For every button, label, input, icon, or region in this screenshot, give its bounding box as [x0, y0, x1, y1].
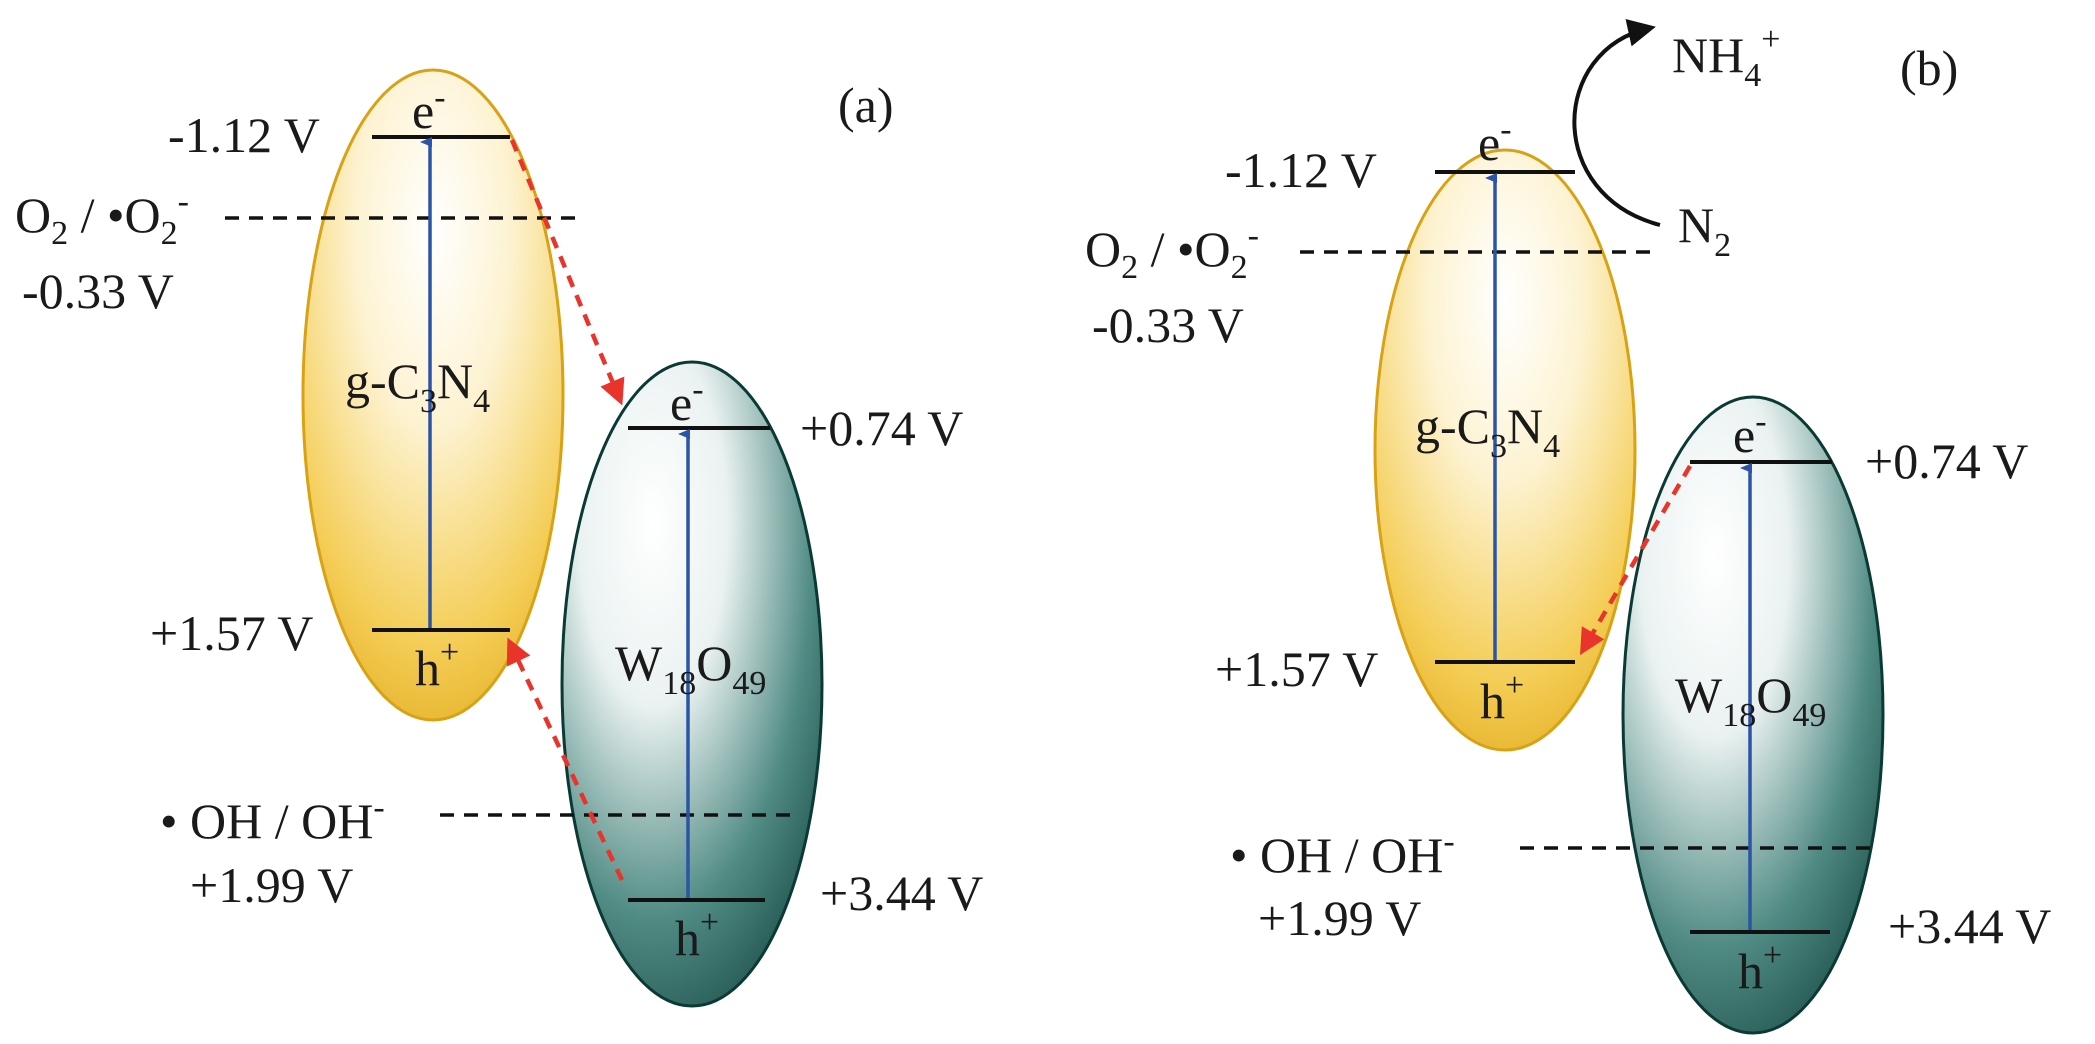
gcn-material-label-a: g-C3N4 [345, 353, 490, 420]
w18o49-cb-potential-b: +0.74 V [1865, 433, 2028, 489]
gcn-cb-potential-a: -1.12 V [168, 107, 320, 163]
o2-potential-b: -0.33 V [1092, 297, 1244, 353]
gcn-vb-potential-a: +1.57 V [150, 605, 313, 661]
oh-couple-label-b: • OH / OH- [1230, 823, 1455, 883]
w18o49-material-label-a: W18O49 [615, 635, 766, 702]
gcn-vb-potential-b: +1.57 V [1215, 641, 1378, 697]
gcn-hole-b: h+ [1480, 667, 1524, 729]
w18o49-hole-b: h+ [1738, 937, 1782, 999]
w18o49-electron-b: e- [1733, 403, 1767, 463]
hole-transfer-arrow-a [506, 637, 625, 881]
gcn-hole-a: h+ [415, 634, 459, 696]
n2-reduction-arrow-b [1572, 19, 1661, 227]
w18o49-vb-potential-a: +3.44 V [820, 865, 983, 921]
w18o49-vb-potential-b: +3.44 V [1888, 898, 2051, 954]
oh-couple-label-a: • OH / OH- [160, 789, 385, 849]
o2-potential-a: -0.33 V [22, 263, 174, 319]
panel-a-label: (a) [838, 77, 894, 133]
electron-transfer-arrow-b [1579, 464, 1692, 656]
w18o49-hole-a: h+ [675, 904, 719, 966]
w18o49-electron-a: e- [670, 371, 704, 431]
o2-couple-label-a: O2 / •O2- [15, 183, 189, 252]
gcn-material-label-b: g-C3N4 [1415, 398, 1560, 465]
w18o49-band-ellipse-b [1621, 395, 1885, 1035]
oh-potential-a: +1.99 V [190, 857, 353, 913]
gcn-band-ellipse-b [1373, 148, 1637, 752]
gcn-cb-potential-b: -1.12 V [1225, 142, 1377, 198]
panel-b-label: (b) [1900, 40, 1958, 96]
gcn-electron-b: e- [1478, 111, 1512, 171]
electron-transfer-arrow-a [509, 139, 625, 406]
panel-b: (b) e- h+ e- h+ g-C3N4 W18O49 -1.12 V +1… [1085, 19, 2051, 1035]
nh4-product-label-b: NH4+ [1672, 21, 1780, 94]
gcn-electron-a: e- [412, 79, 446, 139]
w18o49-band-ellipse-a [560, 360, 824, 1008]
oh-potential-b: +1.99 V [1258, 890, 1421, 946]
n2-reactant-label-b: N2 [1678, 197, 1731, 264]
gcn-band-ellipse-a [301, 68, 565, 722]
w18o49-cb-potential-a: +0.74 V [800, 400, 963, 456]
w18o49-material-label-b: W18O49 [1675, 667, 1826, 734]
o2-couple-label-b: O2 / •O2- [1085, 217, 1259, 286]
panel-a: (a) e- h+ e- h+ g-C3N4 W18O49 -1.12 V +1… [15, 68, 983, 1008]
